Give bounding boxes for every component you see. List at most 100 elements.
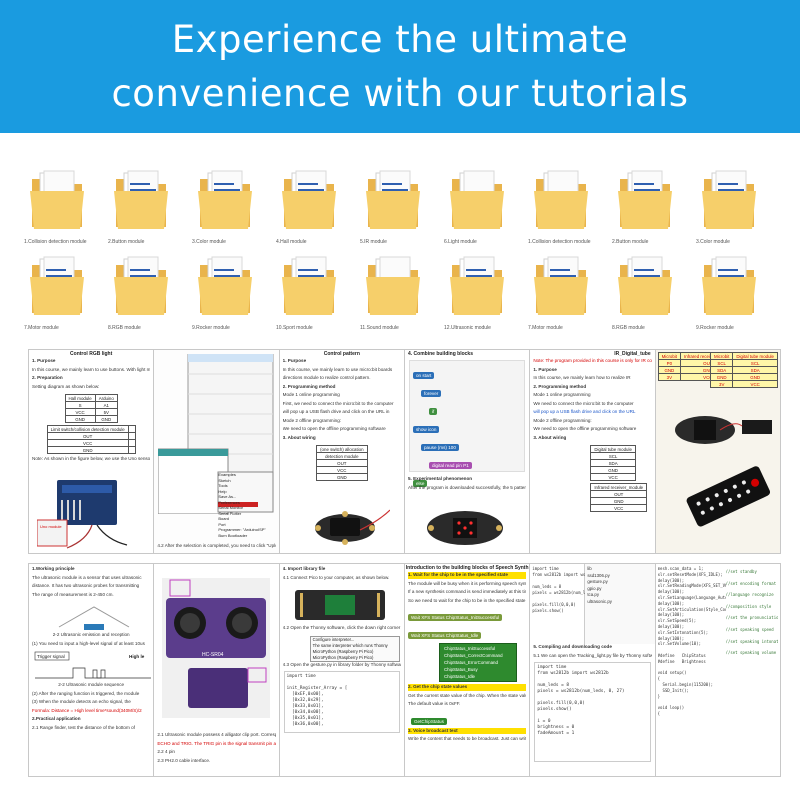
menu-item[interactable]: Help xyxy=(218,488,227,494)
tutorial-banner: Experience the ultimate convenience with… xyxy=(0,0,800,133)
code-line: import time xyxy=(532,566,559,571)
menu-item[interactable]: Save As... xyxy=(218,494,237,499)
menu-item[interactable]: Port xyxy=(218,521,226,527)
dropdown-option[interactable]: ChipStatus_Idle xyxy=(443,674,475,679)
tutorial-folder[interactable]: 10.Sport module xyxy=(274,253,358,339)
code-line: [0x32,0x29], xyxy=(286,698,324,703)
folder-caption: 11.Sound module xyxy=(360,325,399,331)
file-item[interactable]: gesture.py xyxy=(587,579,608,584)
paragraph: The range of measurement is 2-450 cm. xyxy=(32,591,114,597)
menu-item[interactable]: Burn Bootloader xyxy=(218,532,248,538)
tutorial-folder[interactable]: 3.Color module xyxy=(694,167,778,253)
tutorial-folder[interactable]: PDF6.Light module xyxy=(442,167,526,253)
tutorial-folder[interactable]: 5.IR module xyxy=(358,167,442,253)
menu-item[interactable]: MicroPython (Raspberry Pi Pico) xyxy=(312,654,374,660)
menu-item[interactable]: The same interpreter which runs Thonny xyxy=(312,642,388,648)
paragraph: 4.1 Connect Pico to your computer, as sh… xyxy=(282,574,390,580)
wait-status-block[interactable]: Wait XFS Status ChipStatus_InitSuccessfu… xyxy=(407,614,503,621)
code-line: //set speaking volume xyxy=(725,650,777,656)
wait-status-block[interactable]: Wait XFS Status ChipStatus_Idle xyxy=(407,632,482,639)
tutorial-folder[interactable]: 7.Motor module xyxy=(526,253,610,339)
page-ultrasonic-module-photo: HC-SR04 2.1 Ultrasonic module possess 4 … xyxy=(153,563,280,777)
code-block[interactable]: pause (ms) 100 xyxy=(420,444,459,451)
paragraph: After the program is downloaded successf… xyxy=(407,484,526,490)
dropdown-option[interactable]: ChipStatus_CorrectCommand xyxy=(443,653,503,658)
code-line: [0x34,0x00], xyxy=(286,710,324,715)
code-line: pixels.fill(0,0,0) xyxy=(532,602,576,607)
table-row: SCL xyxy=(590,452,636,460)
code-block[interactable]: digital read pin P1 xyxy=(428,462,472,469)
table-row: VCC xyxy=(590,504,648,512)
code-line: i = 0 xyxy=(537,719,551,724)
menu-item[interactable]: Configure interpreter... xyxy=(312,636,355,642)
code-line: xlr.SetSpeed(5); xyxy=(657,618,697,624)
arduino-ide-screenshot xyxy=(158,354,274,514)
pdf-folder-icon: PDF xyxy=(366,256,420,315)
menu-item[interactable]: MicroPython (Raspberry Pi Pico) xyxy=(312,648,374,654)
tutorial-folder[interactable]: 4.Hall module xyxy=(274,167,358,253)
file-item[interactable]: gpio.py xyxy=(587,585,602,591)
folder-caption: 12.Ultrasonic module xyxy=(444,325,491,331)
section-heading: 2. Preparation xyxy=(32,375,63,380)
paragraph: directions module to realize control pat… xyxy=(282,375,371,380)
table-row: VCC xyxy=(590,473,636,481)
menu-item[interactable]: Serial Plotter xyxy=(218,510,242,516)
code-block[interactable]: if xyxy=(428,408,438,415)
tutorial-folder[interactable]: PDF1.Collision detection module xyxy=(526,167,610,253)
tutorial-folder[interactable]: 8.RGB module xyxy=(106,253,190,339)
file-item[interactable]: lib xyxy=(587,566,592,571)
tutorial-folder[interactable]: 7.Motor module xyxy=(22,253,106,339)
page-ir-digital-tube: IR_Digital_tube Note: The program provid… xyxy=(529,349,656,554)
menu-item[interactable]: Tools xyxy=(218,483,228,488)
menu-item[interactable]: Preferences xyxy=(218,499,240,505)
section-heading: 3. About wiring xyxy=(533,434,567,440)
code-line: delay(100); xyxy=(657,600,685,606)
tutorial-folder[interactable]: 3.Color module xyxy=(190,167,274,253)
menu-item[interactable]: Board xyxy=(218,516,230,521)
tutorial-folder[interactable]: 2.Button module xyxy=(610,167,694,253)
table-cell: OUT xyxy=(590,490,648,498)
dropdown-option[interactable]: ChipStatus_ErrorCommand xyxy=(443,660,498,665)
dropdown-option[interactable]: ChipStatus_InitSuccessful xyxy=(443,646,495,651)
table-row: GND xyxy=(46,446,136,454)
dropdown-option[interactable]: ChipStatus_Busy xyxy=(443,667,478,672)
paragraph: We need to connect the micro:bit to the … xyxy=(533,400,634,406)
table-cell: GND xyxy=(64,415,96,423)
file-item[interactable]: ultrasonic.py xyxy=(587,598,612,604)
menu-item[interactable]: Examples xyxy=(218,472,236,477)
tutorial-folder[interactable]: 9.Rocker module xyxy=(190,253,274,339)
code-line: num_leds = 8 xyxy=(532,584,562,589)
table-row: GND xyxy=(590,497,648,505)
code-line: fadeAmount = 1 xyxy=(537,731,575,736)
menu-item[interactable]: Serial Monitor xyxy=(218,505,244,510)
tutorial-folder[interactable]: PDF 11.Sound module xyxy=(358,253,442,339)
code-block[interactable]: show icon xyxy=(412,426,440,433)
code-block[interactable]: forever xyxy=(420,390,442,397)
file-item[interactable]: tca.py xyxy=(587,592,600,597)
tutorial-folder[interactable]: 12.Ultrasonic module xyxy=(442,253,526,339)
table-row: (one switch) allocation xyxy=(316,445,368,453)
code-line: xlr.SetLanguage(Language_Auto); xyxy=(657,594,726,600)
code-block[interactable]: else xyxy=(412,480,428,487)
menu-item[interactable]: Programmer: "ArduinoISP" xyxy=(218,527,266,532)
table-cell: Hall module xyxy=(64,394,96,402)
tutorial-folder[interactable]: 2.Button module xyxy=(106,167,190,253)
code-block[interactable]: on start xyxy=(412,372,435,379)
get-status-block[interactable]: GetChipStatus xyxy=(410,717,447,725)
menu-item[interactable]: Sketch xyxy=(218,477,231,483)
code-line: delay(100); xyxy=(657,612,685,618)
tutorial-folder[interactable]: 9.Rocker module xyxy=(694,253,778,339)
section-heading: 1.Working principle xyxy=(32,566,75,571)
code-line: { xyxy=(657,676,661,682)
file-item[interactable]: ssd1306.py xyxy=(587,572,610,578)
paragraph: Mode 1 online programming xyxy=(533,392,591,397)
footer-text: 4.2 After the selection is completed, yo… xyxy=(157,542,276,548)
paragraph: (1) You need to input a high-level signa… xyxy=(32,640,145,646)
code-line: from ws2812b import ws2812b xyxy=(537,671,609,676)
tutorial-folder[interactable]: 8.RGB module xyxy=(610,253,694,339)
tutorial-folder[interactable]: PDF1.Collision detection module xyxy=(22,167,106,253)
